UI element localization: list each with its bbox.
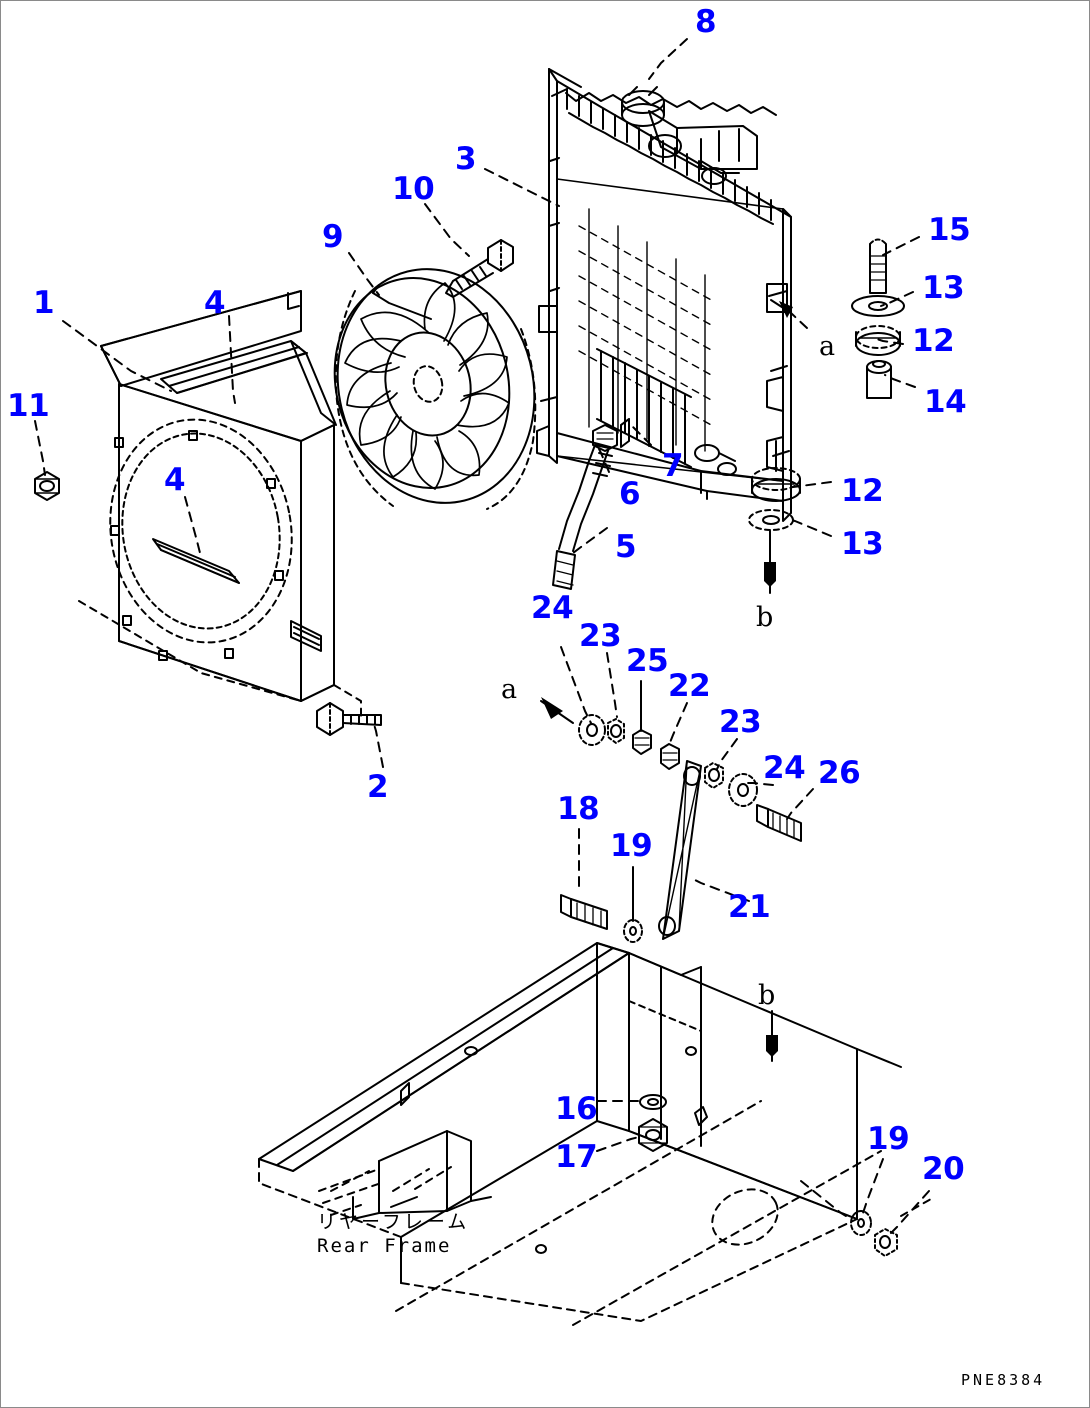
callout-6: 6 <box>619 476 641 512</box>
callout-10: 10 <box>392 171 435 207</box>
callout-13-center: 13 <box>841 526 884 562</box>
hardware-stack-right <box>851 238 905 399</box>
section-marker-b-top: b <box>756 602 774 633</box>
section-marker-b-bottom: b <box>758 980 776 1011</box>
callout-16: 16 <box>555 1091 598 1127</box>
callout-4-upper: 4 <box>204 285 226 321</box>
callout-4-lower: 4 <box>164 462 186 498</box>
frame-washer-19b <box>850 1210 872 1236</box>
callout-15: 15 <box>928 212 971 248</box>
callout-17: 17 <box>555 1139 598 1175</box>
callout-18: 18 <box>557 791 600 827</box>
frame-washer-19 <box>623 919 643 943</box>
callout-25: 25 <box>626 643 669 679</box>
callout-5: 5 <box>615 529 637 565</box>
callout-26: 26 <box>818 755 861 791</box>
callout-7: 7 <box>662 448 684 484</box>
section-marker-a-middle: a <box>501 674 518 705</box>
callout-24-left: 24 <box>531 590 574 626</box>
shroud-rail-upper <box>160 340 337 426</box>
shroud-nut <box>34 471 60 501</box>
shroud-rail-lower <box>152 538 240 584</box>
callout-24-right: 24 <box>763 750 806 786</box>
callout-22: 22 <box>668 668 711 704</box>
fan-shroud <box>78 290 362 718</box>
callout-1: 1 <box>33 285 55 321</box>
shroud-bolt <box>316 702 382 736</box>
hardware-stack-center <box>748 440 801 594</box>
frame-bolt-18 <box>560 894 608 930</box>
cooling-fan <box>333 268 537 510</box>
callout-21: 21 <box>728 889 771 925</box>
radiator-hose <box>552 418 630 590</box>
frame-nut-17 <box>638 1118 668 1152</box>
callout-14: 14 <box>924 384 967 420</box>
callout-23-right: 23 <box>719 704 762 740</box>
callout-19-upper: 19 <box>610 828 653 864</box>
callout-8: 8 <box>695 4 717 40</box>
callout-11: 11 <box>7 388 50 424</box>
rear-frame <box>258 942 902 1326</box>
rear-frame-label-en: Rear Frame <box>317 1235 452 1257</box>
callout-9: 9 <box>322 219 344 255</box>
frame-washer-16 <box>639 1094 667 1110</box>
rear-frame-label-jp: リヤーフレーム <box>317 1211 470 1233</box>
callout-23-left: 23 <box>579 618 622 654</box>
callout-19-lower: 19 <box>867 1121 910 1157</box>
callout-12-center: 12 <box>841 473 884 509</box>
callout-3: 3 <box>455 141 477 177</box>
link-rod-assembly <box>540 697 802 940</box>
section-marker-a-top: a <box>819 331 836 362</box>
frame-nut-20 <box>874 1228 898 1257</box>
callout-20: 20 <box>922 1151 965 1187</box>
callout-13-right: 13 <box>922 270 965 306</box>
drawing-number: PNE8384 <box>961 1371 1046 1389</box>
fan-bolt <box>445 239 514 298</box>
callout-2: 2 <box>367 769 389 805</box>
callout-12-right: 12 <box>912 323 955 359</box>
